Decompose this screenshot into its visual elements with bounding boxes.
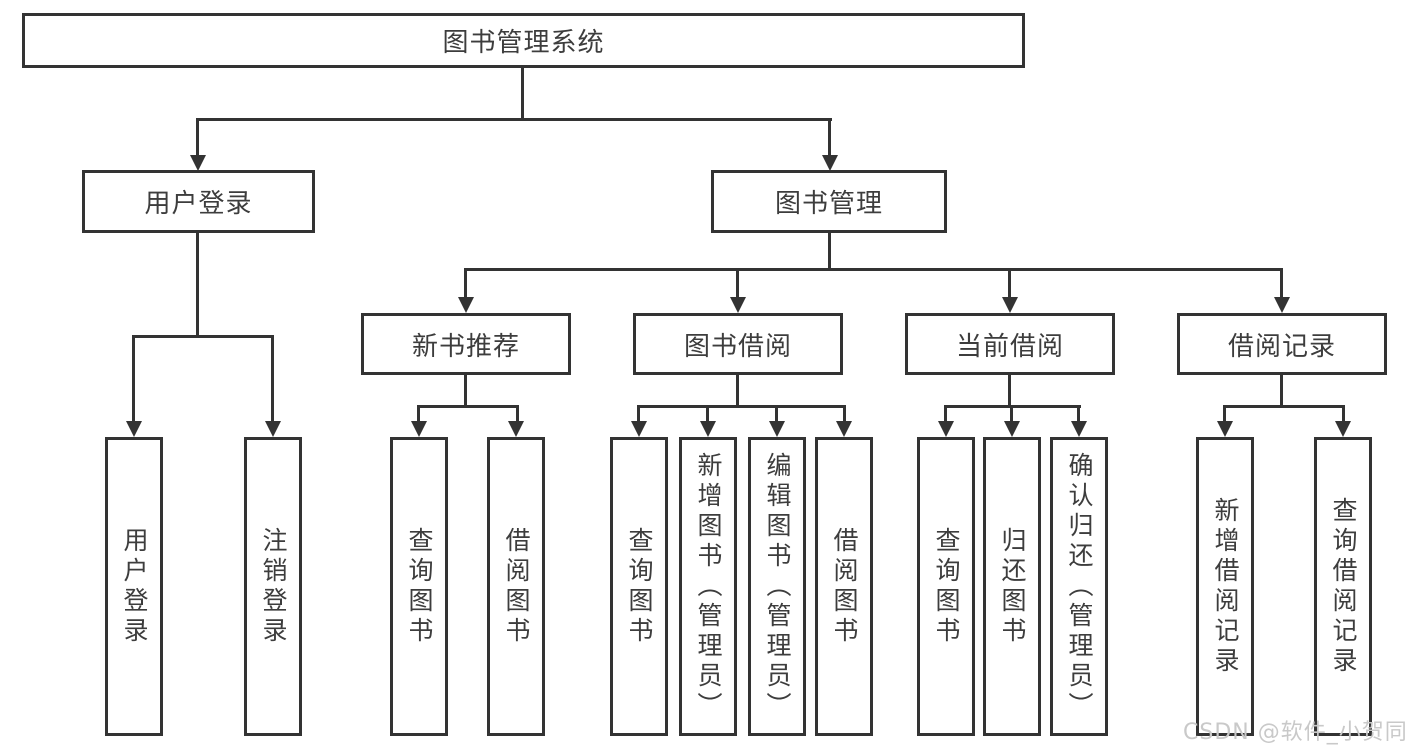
leaf-current-return-books: 归还图书 bbox=[983, 437, 1041, 736]
edge-level2-hbar bbox=[464, 268, 1283, 271]
arrow-down-icon bbox=[411, 421, 427, 437]
leaf-records-query-record: 查询借阅记录 bbox=[1314, 437, 1372, 736]
arrow-down-icon bbox=[1217, 421, 1233, 437]
arrow-down-icon bbox=[1335, 421, 1351, 437]
arrow-down-icon bbox=[190, 155, 206, 171]
leaf-label: 确认归还（管理员） bbox=[1065, 451, 1094, 722]
arrow-down-icon bbox=[836, 421, 852, 437]
edge-to-book-management bbox=[828, 118, 831, 158]
leaf-label: 用户登录 bbox=[120, 526, 149, 647]
edge-leaf-stem bbox=[1223, 405, 1226, 422]
edge-to-user-login bbox=[196, 118, 199, 158]
edge-book-borrow-stem bbox=[736, 375, 739, 407]
leaf-label: 新增借阅记录 bbox=[1211, 496, 1240, 677]
edge-leaf-stem bbox=[417, 405, 420, 422]
edge-borrow-records-stem bbox=[1280, 375, 1283, 407]
arrow-down-icon bbox=[458, 297, 474, 313]
leaf-label: 新增图书（管理员） bbox=[694, 451, 723, 722]
edge-to-book-borrow bbox=[736, 268, 739, 299]
node-borrow-records: 借阅记录 bbox=[1177, 313, 1387, 375]
node-book-borrowing: 图书借阅 bbox=[633, 313, 843, 375]
leaf-label: 查询图书 bbox=[405, 526, 434, 647]
edge-level1-hbar bbox=[196, 118, 832, 121]
node-current-borrowing: 当前借阅 bbox=[905, 313, 1115, 375]
leaf-label: 借阅图书 bbox=[502, 526, 531, 647]
leaf-current-confirm-return-admin: 确认归还（管理员） bbox=[1050, 437, 1108, 736]
edge-leaf-stem bbox=[1010, 405, 1013, 422]
edge-root-stem bbox=[521, 68, 524, 120]
node-book-management: 图书管理 bbox=[711, 170, 947, 233]
csdn-watermark: CSDN @软件_小贺同学 bbox=[1183, 720, 1405, 745]
leaf-label: 查询图书 bbox=[932, 526, 961, 647]
node-user-login: 用户登录 bbox=[82, 170, 315, 233]
leaf-borrow-query-books: 查询图书 bbox=[610, 437, 668, 736]
edge-to-current-borrow bbox=[1008, 268, 1011, 299]
arrow-down-icon bbox=[730, 297, 746, 313]
arrow-down-icon bbox=[938, 421, 954, 437]
edge-leaf-stem bbox=[775, 405, 778, 422]
edge-to-logout-leaf bbox=[271, 335, 274, 421]
leaf-borrow-edit-books-admin: 编辑图书（管理员） bbox=[748, 437, 806, 736]
leaf-borrow-add-books-admin: 新增图书（管理员） bbox=[679, 437, 737, 736]
leaf-label: 查询借阅记录 bbox=[1329, 496, 1358, 677]
arrow-down-icon bbox=[265, 421, 281, 437]
arrow-down-icon bbox=[631, 421, 647, 437]
edge-new-book-stem bbox=[464, 375, 467, 407]
arrow-down-icon bbox=[1274, 297, 1290, 313]
edge-borrow-records-hbar bbox=[1223, 405, 1345, 408]
arrow-down-icon bbox=[822, 155, 838, 171]
edge-to-borrow-records bbox=[1280, 268, 1283, 299]
leaf-user-login: 用户登录 bbox=[105, 437, 163, 736]
edge-leaf-stem bbox=[944, 405, 947, 422]
edge-to-login-leaf bbox=[132, 335, 135, 421]
leaf-logout: 注销登录 bbox=[244, 437, 302, 736]
leaf-label: 借阅图书 bbox=[830, 526, 859, 647]
leaf-newbook-borrow-books: 借阅图书 bbox=[487, 437, 545, 736]
edge-leaf-stem bbox=[706, 405, 709, 422]
leaf-label: 查询图书 bbox=[625, 526, 654, 647]
edge-current-borrow-stem bbox=[1008, 375, 1011, 407]
leaf-newbook-query-books: 查询图书 bbox=[390, 437, 448, 736]
arrow-down-icon bbox=[700, 421, 716, 437]
leaf-label: 归还图书 bbox=[998, 526, 1027, 647]
edge-user-login-hbar bbox=[132, 335, 274, 338]
edge-to-new-book bbox=[464, 268, 467, 299]
arrow-down-icon bbox=[126, 421, 142, 437]
arrow-down-icon bbox=[508, 421, 524, 437]
arrow-down-icon bbox=[1004, 421, 1020, 437]
edge-leaf-stem bbox=[516, 405, 519, 422]
edge-user-login-stem bbox=[196, 233, 199, 336]
edge-leaf-stem bbox=[637, 405, 640, 422]
edge-book-mgmt-stem bbox=[828, 233, 831, 270]
leaf-current-query-books: 查询图书 bbox=[917, 437, 975, 736]
edge-leaf-stem bbox=[843, 405, 846, 422]
arrow-down-icon bbox=[1002, 297, 1018, 313]
edge-book-borrow-hbar bbox=[637, 405, 846, 408]
arrow-down-icon bbox=[1071, 421, 1087, 437]
leaf-borrow-borrow-books: 借阅图书 bbox=[815, 437, 873, 736]
arrow-down-icon bbox=[769, 421, 785, 437]
edge-leaf-stem bbox=[1342, 405, 1345, 422]
edge-leaf-stem bbox=[1077, 405, 1080, 422]
node-library-management-system: 图书管理系统 bbox=[22, 13, 1025, 68]
edge-new-book-hbar bbox=[417, 405, 519, 408]
leaf-label: 注销登录 bbox=[259, 526, 288, 647]
leaf-label: 编辑图书（管理员） bbox=[763, 451, 792, 722]
leaf-records-add-record: 新增借阅记录 bbox=[1196, 437, 1254, 736]
node-new-book-recommend: 新书推荐 bbox=[361, 313, 571, 375]
